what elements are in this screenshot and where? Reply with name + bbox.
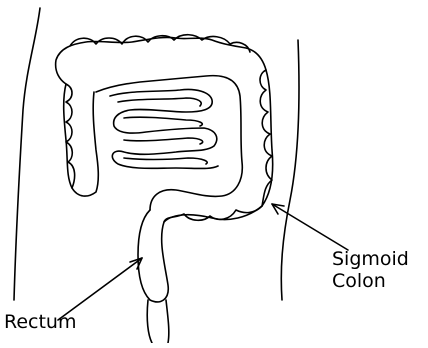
colon-outer-outline [56,37,273,301]
rectum-label: Rectum [4,312,76,334]
sigmoid-label-line2: Colon [332,271,409,293]
torso-left-outline [14,8,40,300]
sigmoid-label-line1: Sigmoid [332,249,409,271]
sigmoid-colon-label: Sigmoid Colon [332,249,409,293]
rectum-outline [147,300,169,343]
sigmoid-haustra [164,206,262,222]
colon-inner-outline [96,76,242,210]
torso-right-outline [281,40,299,300]
sigmoid-arrowhead [272,204,284,214]
